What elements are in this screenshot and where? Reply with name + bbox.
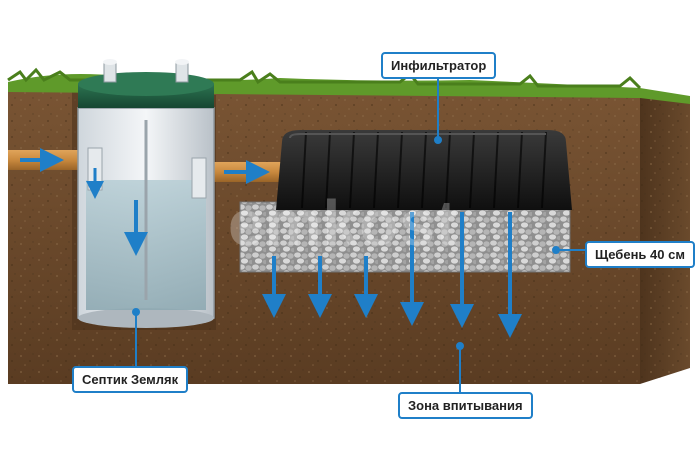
outlet-pipe [212, 160, 288, 184]
absorption-zone-label: Зона впитывания [398, 392, 533, 419]
septic-label: Септик Земляк [72, 366, 189, 393]
inlet-pipe [8, 148, 88, 172]
septic-tank [77, 59, 215, 328]
infiltrator-label: Инфильтратор [381, 52, 497, 79]
gravel-bed [239, 201, 571, 273]
watermark: emkost [228, 187, 459, 259]
infiltrator-unit [276, 130, 572, 210]
drainage-arrows [262, 212, 522, 338]
gravel-label: Щебень 40 см [585, 241, 695, 268]
leader-lines [132, 72, 585, 392]
